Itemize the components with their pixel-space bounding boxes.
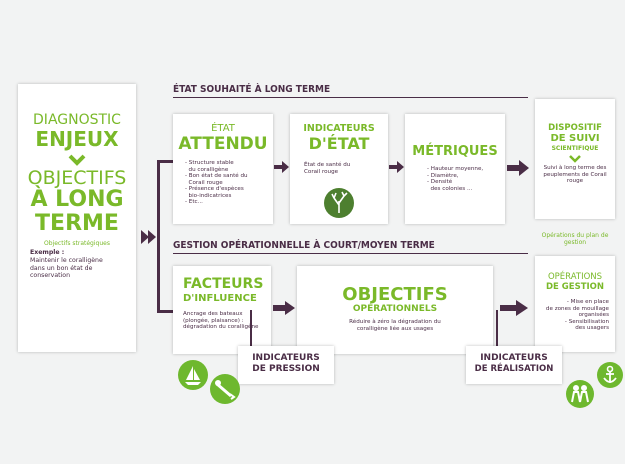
operations-line2: de gestion	[545, 282, 605, 292]
dispositif-card: Dispositif de suivi scientifique Suivi à…	[535, 99, 615, 219]
example-text: Maintenir le coralligène dans un bon éta…	[30, 257, 103, 279]
sailboat-icon	[178, 360, 208, 390]
strategic-objectives-card: DIAGNOSTIC ENJEUX OBJECTIFS À LONG TERME…	[18, 84, 136, 352]
operations-plan-label: Opérations du plan de gestion	[541, 232, 609, 246]
objectifs-label: OBJECTIFS	[27, 167, 127, 189]
anchor-icon	[597, 362, 623, 388]
chevron-down-icon	[569, 155, 581, 163]
operations-line1: Opérations	[547, 272, 603, 282]
etat-attendu-card: ÉTAT ATTENDU - Structure stable du coral…	[173, 114, 273, 224]
facteurs-line2: D'INFLUENCE	[183, 293, 257, 304]
dispositif-line1: Dispositif	[548, 123, 602, 133]
objectifs-op-line2: OPÉRATIONNELS	[352, 304, 438, 314]
people-icon	[566, 380, 594, 408]
facteurs-line1: FACTEURS	[183, 276, 264, 292]
a-long-label: À LONG	[30, 187, 124, 212]
indicateurs-etat-line1: INDICATEURS	[303, 123, 375, 134]
top-section-rule	[173, 97, 528, 98]
dispositif-line3: scientifique	[551, 145, 599, 152]
indicateurs-etat-card: INDICATEURS D'ÉTAT État de santé du Cora…	[290, 114, 388, 224]
connector-pression	[250, 310, 252, 348]
operations-bullets: - Mise en place de zones de mouillage or…	[545, 299, 609, 331]
pression-line2: DE PRESSION	[252, 364, 320, 374]
etat-attendu-bullets: - Structure stable du coralligène - Bon …	[185, 160, 248, 205]
strategic-objectives-label: Objectifs stratégiques	[44, 240, 110, 247]
metriques-bullets: - Hauteur moyenne, - Diamètre, - Densité…	[427, 166, 484, 192]
dispositif-line2: de suivi	[550, 133, 600, 144]
top-section-title: ÉTAT SOUHAITÉ À LONG TERME	[173, 84, 331, 95]
coral-icon	[324, 188, 354, 218]
indicateurs-etat-line2: D'ÉTAT	[308, 134, 370, 153]
terme-label: TERME	[35, 211, 119, 236]
bottom-section-rule	[173, 253, 528, 254]
example-label: Exemple :	[30, 249, 65, 256]
chevron-down-icon	[68, 154, 86, 166]
diver-icon	[210, 374, 240, 404]
dispositif-text: Suivi à long terme des peuplements de Co…	[543, 165, 607, 184]
indicateurs-pression-card: INDICATEURS DE PRESSION	[238, 346, 334, 384]
arrow-right-icon	[273, 301, 295, 315]
connector-realisation	[496, 310, 498, 348]
facteurs-text: Ancrage des bateaux (plongée, plaisance)…	[183, 311, 259, 330]
objectifs-operationnels-card: OBJECTIFS OPÉRATIONNELS Réduire à zéro l…	[297, 266, 493, 354]
bracket-vertical	[157, 160, 160, 312]
objectifs-op-text: Réduire à zéro la dégradation du coralli…	[349, 319, 441, 332]
arrow-right-icon	[141, 230, 156, 244]
pression-line1: INDICATEURS	[252, 353, 320, 363]
bottom-section-title: GESTION OPÉRATIONNELLE À COURT/MOYEN TER…	[173, 240, 435, 251]
metriques-title: MÉTRIQUES	[412, 144, 498, 159]
metriques-card: MÉTRIQUES - Hauteur moyenne, - Diamètre,…	[405, 114, 505, 224]
enjeux-label: ENJEUX	[35, 127, 119, 151]
arrow-right-icon	[274, 161, 289, 173]
objectifs-op-line1: OBJECTIFS	[342, 284, 448, 305]
arrow-right-icon	[507, 160, 529, 176]
realisation-line1: INDICATEURS	[480, 353, 548, 363]
etat-attendu-line1: ÉTAT	[211, 123, 235, 134]
realisation-line2: DE RÉALISATION	[474, 364, 554, 374]
facteurs-card: FACTEURS D'INFLUENCE Ancrage des bateaux…	[173, 266, 271, 354]
indicateurs-realisation-card: INDICATEURS DE RÉALISATION	[466, 346, 562, 384]
arrow-right-icon	[500, 300, 528, 316]
indicateurs-etat-text: État de santé du Corail rouge	[304, 162, 351, 175]
bracket-top	[157, 160, 173, 163]
operations-card: Opérations de gestion - Mise en place de…	[535, 256, 615, 352]
etat-attendu-line2: ATTENDU	[178, 134, 268, 154]
bracket-bottom	[157, 310, 173, 313]
arrow-right-icon	[389, 161, 404, 173]
diagnostic-label: DIAGNOSTIC	[33, 112, 121, 128]
